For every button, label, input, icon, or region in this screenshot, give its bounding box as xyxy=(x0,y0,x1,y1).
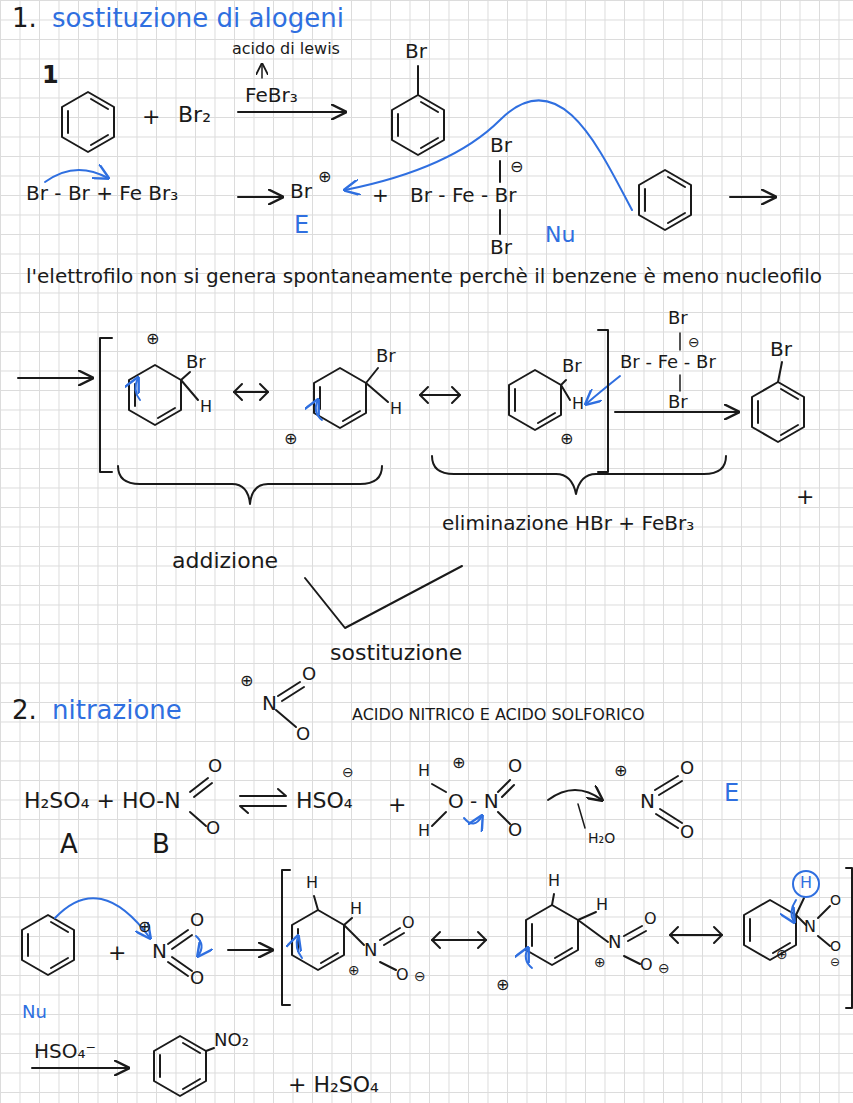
note-text: Br - Fe - Br xyxy=(410,184,516,207)
note-text: ⊖ xyxy=(688,334,700,350)
note-text: H xyxy=(418,762,430,780)
note-text: 2. xyxy=(12,696,37,726)
note-text: Br xyxy=(668,308,688,329)
note-text: Br xyxy=(186,352,206,373)
note-text: H₂SO₄ + HO-N xyxy=(24,788,181,813)
note-text: O xyxy=(830,938,841,954)
note-text: ACIDO NITRICO E ACIDO SOLFORICO xyxy=(352,706,645,724)
note-text: ⊕ xyxy=(560,430,573,448)
note-text: N xyxy=(608,932,621,953)
note-text: + H₂SO₄ xyxy=(288,1072,379,1097)
note-text: Br xyxy=(490,236,512,259)
note-text: ⊕ xyxy=(240,672,253,690)
note-text: N xyxy=(152,940,167,963)
note-text: O xyxy=(208,756,222,777)
note-text: + xyxy=(796,484,814,509)
note-text: H xyxy=(350,900,362,918)
note-text: H xyxy=(596,896,608,914)
note-text: + xyxy=(142,104,160,129)
note-text: ⊕ xyxy=(452,754,465,772)
note-text: ⊖ xyxy=(342,764,354,780)
note-text: Br xyxy=(562,356,582,377)
note-text: Br - Br + Fe Br₃ xyxy=(26,182,178,205)
note-text: ⊖ xyxy=(658,960,670,976)
note-text: Br xyxy=(290,180,312,203)
note-text: ⊕ xyxy=(496,976,509,994)
note-text: O xyxy=(680,822,694,843)
note-text: N xyxy=(804,918,816,936)
note-text: H xyxy=(306,874,318,892)
note-text: ⊕ xyxy=(318,168,331,186)
note-text: Br - Fe - Br xyxy=(620,352,716,373)
note-text: O xyxy=(644,910,657,928)
note-text: eliminazione HBr + FeBr₃ xyxy=(442,512,694,535)
note-text: O xyxy=(302,664,316,685)
note-text: H xyxy=(390,400,402,418)
note-text: N xyxy=(640,790,655,813)
note-text: O xyxy=(190,910,204,931)
note-text: H xyxy=(200,398,212,416)
note-text: O xyxy=(402,914,415,932)
note-text: 1 xyxy=(42,62,59,90)
note-text: A xyxy=(60,830,78,860)
note-text: ⊕ xyxy=(138,918,151,936)
note-text: Br xyxy=(376,346,396,367)
note-text: HSO₄⁻ xyxy=(34,1040,96,1063)
note-text: B xyxy=(152,830,170,860)
note-text: acido di lewis xyxy=(232,40,340,58)
note-text: E xyxy=(724,780,739,808)
note-text: H xyxy=(800,874,812,892)
note-text: O xyxy=(830,892,841,908)
note-text: O xyxy=(296,724,310,745)
note-text: ⊖ xyxy=(414,968,426,984)
note-text: O xyxy=(640,956,653,974)
note-text: addizione xyxy=(172,548,278,573)
note-text: Br xyxy=(405,40,427,63)
note-text: 1. xyxy=(12,4,37,34)
note-text: Nu xyxy=(22,1002,47,1023)
note-text: ⊖ xyxy=(830,956,840,970)
note-text: ⊕ xyxy=(284,430,297,448)
note-text: ⊕ xyxy=(146,330,159,348)
note-text: H₂O xyxy=(588,830,615,846)
note-text: Br xyxy=(490,134,512,157)
note-text: E xyxy=(294,212,309,240)
note-text: O - N xyxy=(448,790,499,813)
note-text: FeBr₃ xyxy=(245,84,298,107)
note-text: NO₂ xyxy=(214,1030,249,1051)
note-text: ⊖ xyxy=(510,158,523,176)
note-text: O xyxy=(508,820,522,841)
note-text: Br xyxy=(770,338,792,361)
note-text: + xyxy=(108,940,126,965)
note-text: Br xyxy=(668,392,688,413)
note-text: ⊕ xyxy=(776,946,788,962)
note-text: O xyxy=(680,758,694,779)
note-text: nitrazione xyxy=(52,696,182,726)
note-text: O xyxy=(206,818,220,839)
note-text: N xyxy=(364,940,377,961)
note-text: + xyxy=(372,184,389,207)
note-text: O xyxy=(396,966,409,984)
note-text: HSO₄ xyxy=(296,788,353,813)
note-text: ⊕ xyxy=(348,962,360,978)
note-text: O xyxy=(190,968,204,989)
note-text: H xyxy=(418,822,430,840)
note-text: sostituzione di alogeni xyxy=(52,4,344,34)
note-text: H xyxy=(548,872,560,890)
note-text: ⊕ xyxy=(614,762,627,780)
note-text: sostituzione xyxy=(330,640,462,665)
note-text: ⊕ xyxy=(594,954,606,970)
note-text: Br₂ xyxy=(178,102,211,127)
note-text: Nu xyxy=(545,222,575,247)
note-text: N xyxy=(262,692,277,715)
note-text: + xyxy=(388,792,406,817)
note-text: H xyxy=(572,395,584,413)
note-text: l'elettrofilo non si genera spontaneamen… xyxy=(26,262,826,290)
note-text: O xyxy=(508,756,522,777)
